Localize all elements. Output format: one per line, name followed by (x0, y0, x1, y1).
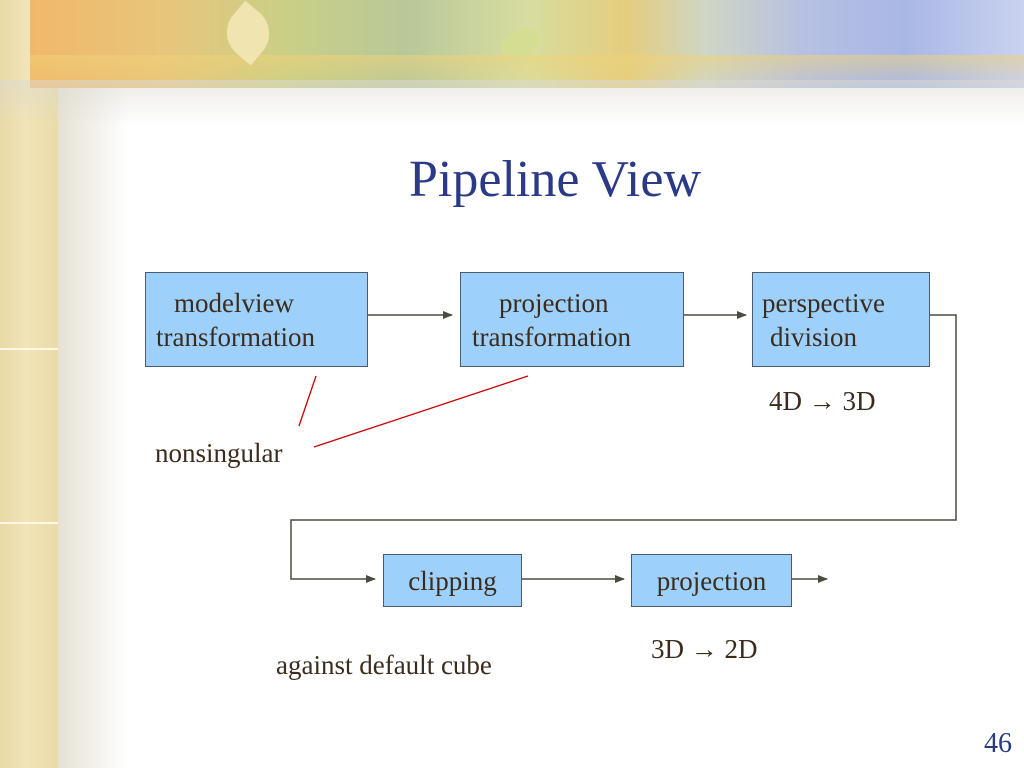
wrap-connector (290, 314, 957, 583)
box-label: projection (499, 287, 609, 318)
modelview-transformation-box: modelview transformation (145, 272, 368, 367)
projection-dimension-note: 3D → 2D (651, 634, 758, 664)
box-label: perspective (762, 287, 885, 318)
box-label: division (770, 321, 858, 352)
projection-box: projection (631, 554, 792, 607)
strip-seam (0, 522, 58, 524)
box-label: projection (656, 565, 767, 596)
banner-shadow (0, 80, 1024, 125)
box-label: transformation (156, 321, 315, 352)
box-label: clipping (408, 565, 497, 596)
clipping-box: clipping (383, 554, 522, 607)
strip-seam (0, 348, 58, 350)
projection-transformation-box: projection transformation (460, 272, 684, 367)
nonsingular-note: nonsingular (155, 438, 283, 468)
division-dimension-note: 4D → 3D (769, 386, 876, 416)
page-number: 46 (984, 728, 1012, 759)
callout-line-projection (313, 375, 529, 448)
box-label: transformation (472, 321, 631, 352)
callout-line-modelview (298, 375, 317, 427)
box-label: modelview (174, 287, 294, 318)
clipping-note: against default cube (276, 650, 492, 680)
slide-title: Pipeline View (409, 151, 701, 208)
perspective-division-box: perspective division (752, 272, 930, 367)
left-decor-strip (0, 0, 128, 768)
